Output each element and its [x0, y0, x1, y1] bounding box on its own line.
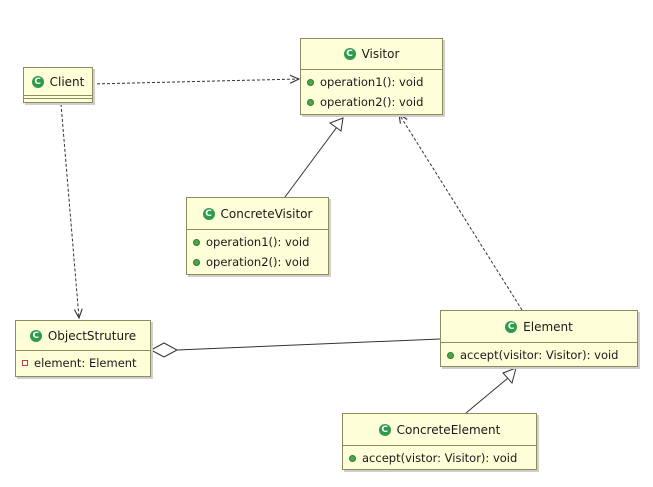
generalization-concreteelement-element — [465, 377, 509, 414]
class-c-icon: C — [378, 423, 391, 436]
class-client[interactable]: C Client — [23, 67, 93, 103]
class-concrete-element-name: ConcreteElement — [396, 422, 501, 437]
method-label: operation1(): void — [320, 75, 424, 89]
class-concrete-visitor-header: C ConcreteVisitor — [187, 198, 328, 230]
class-concrete-visitor[interactable]: C ConcreteVisitor operation1(): void ope… — [186, 197, 329, 275]
class-concrete-element-header: C ConcreteElement — [343, 414, 536, 446]
method-label: operation2(): void — [206, 255, 310, 269]
private-field-icon — [22, 360, 28, 366]
method-label: accept(vistor: Visitor): void — [362, 451, 518, 465]
class-c-icon: C — [31, 75, 44, 88]
public-method-icon — [193, 258, 200, 266]
class-c-icon: C — [202, 207, 215, 220]
class-c-icon: C — [29, 329, 42, 342]
generalization-arrowhead-element — [502, 367, 517, 385]
method-row: accept(visitor: Visitor): void — [441, 345, 637, 365]
attribute-label: element: Element — [34, 356, 137, 370]
generalization-concretevisitor-visitor — [284, 126, 338, 198]
public-method-icon — [193, 238, 200, 246]
public-method-icon — [349, 454, 356, 462]
public-method-icon — [307, 78, 314, 86]
class-client-attributes — [24, 96, 92, 99]
class-client-methods — [24, 99, 92, 102]
class-object-struture-name: ObjectStruture — [47, 328, 137, 343]
class-element-header: C Element — [441, 311, 637, 343]
class-visitor[interactable]: C Visitor operation1(): void operation2(… — [300, 38, 443, 115]
class-element-methods: accept(visitor: Visitor): void — [441, 343, 637, 365]
class-object-struture-attributes: element: Element — [16, 351, 150, 375]
dependency-client-objectstruture — [60, 103, 79, 318]
method-row: accept(vistor: Visitor): void — [343, 448, 536, 468]
class-concrete-visitor-name: ConcreteVisitor — [220, 206, 313, 221]
public-method-icon — [307, 98, 314, 106]
dependency-element-visitor — [399, 114, 523, 311]
public-method-icon — [447, 351, 454, 359]
method-label: operation1(): void — [206, 235, 310, 249]
class-object-struture[interactable]: C ObjectStruture element: Element — [15, 320, 151, 377]
class-visitor-name: Visitor — [361, 47, 400, 61]
method-label: accept(visitor: Visitor): void — [460, 348, 619, 362]
class-concrete-element-methods: accept(vistor: Visitor): void — [343, 446, 536, 468]
class-client-name: Client — [49, 74, 85, 89]
aggregation-objectstruture-element — [176, 338, 441, 351]
attribute-row: element: Element — [16, 353, 150, 373]
method-row: operation1(): void — [301, 72, 442, 92]
class-visitor-header: C Visitor — [301, 39, 442, 70]
class-client-header: C Client — [24, 68, 92, 96]
method-label: operation2(): void — [320, 95, 424, 109]
dependency-client-visitor — [91, 79, 299, 85]
class-element[interactable]: C Element accept(visitor: Visitor): void — [440, 310, 638, 367]
class-concrete-element[interactable]: C ConcreteElement accept(vistor: Visitor… — [342, 413, 537, 470]
class-visitor-methods: operation1(): void operation2(): void — [301, 70, 442, 112]
method-row: operation2(): void — [301, 92, 442, 112]
class-element-name: Element — [523, 319, 573, 334]
method-row: operation2(): void — [187, 252, 328, 272]
class-concrete-visitor-methods: operation1(): void operation2(): void — [187, 230, 328, 272]
generalization-arrowhead-visitor — [328, 117, 344, 132]
class-c-icon: C — [343, 48, 356, 60]
class-object-struture-header: C ObjectStruture — [16, 321, 150, 351]
class-c-icon: C — [505, 320, 518, 333]
method-row: operation1(): void — [187, 232, 328, 252]
aggregation-diamond — [149, 342, 179, 358]
